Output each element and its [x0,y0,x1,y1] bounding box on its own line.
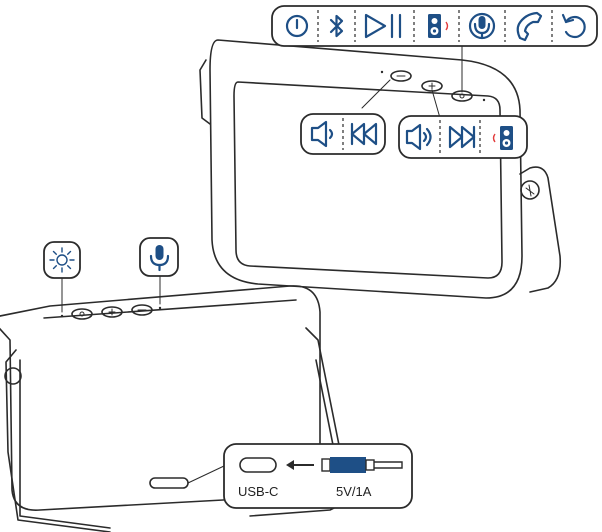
top-edge [43,299,297,319]
leader-plus [431,89,441,119]
previous-track-icon [350,122,378,146]
leader-minus [361,79,391,109]
mic-callout [139,237,179,277]
stand-hinge [520,180,540,200]
volume-up-icon [405,123,432,151]
arrow-left-icon [286,460,314,470]
usb-c-port [149,477,189,489]
stand-left-arm [5,349,111,532]
minus-callout [300,113,386,155]
callout-box [43,241,81,279]
speaker-body [209,39,523,299]
stand-right-arm [519,166,562,293]
microphone-icon [149,245,170,272]
multifunction-callout [271,5,598,47]
play-pause-icon [364,13,402,39]
minus-button [390,70,412,82]
stand-left-arm [199,59,211,125]
speaker-grille [233,81,503,279]
power-spec-label: 5V/1A [336,484,372,499]
power-icon [285,14,309,38]
leader-port [187,465,225,484]
phone-icon [516,11,543,42]
microphone-icon [468,12,496,40]
bluetooth-icon [329,14,344,38]
stand-hinge [4,367,22,385]
led-callout [43,241,81,279]
mic-hole [482,98,486,102]
minus-button [131,304,153,316]
usb-c-port-icon [239,457,277,473]
stand-hinge-mark [525,184,535,197]
usb-c-label: USB-C [238,484,278,499]
plus-button [101,306,123,318]
plus-callout [398,115,528,159]
volume-down-icon [310,120,334,148]
mic-hole [158,306,162,310]
next-track-icon [448,125,476,149]
reset-icon [561,13,586,39]
usb-c-plug-icon [321,457,403,473]
status-led [380,70,384,74]
stand-inner [19,359,111,529]
speaker-pair-icon [492,126,513,150]
speaker-pair-icon [428,14,449,38]
speaker-front-view [199,39,562,299]
multifunction-button [71,308,93,320]
status-led [60,314,64,318]
port-callout: USB-C 5V/1A [223,443,413,509]
status-light-icon [49,247,75,273]
